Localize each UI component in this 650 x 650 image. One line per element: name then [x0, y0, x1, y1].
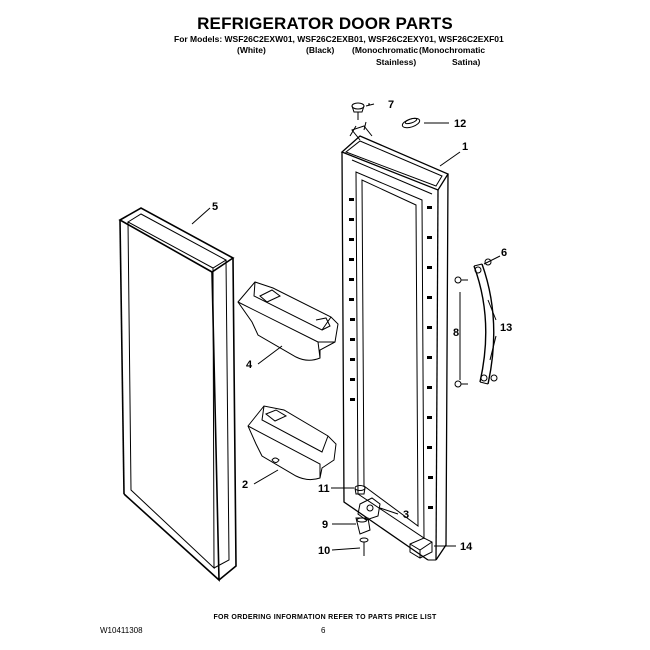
callout-1: 1 [462, 141, 468, 153]
callout-11: 11 [318, 483, 330, 495]
callout-4: 4 [246, 359, 253, 371]
door-gasket [118, 207, 237, 582]
hinge-cover-plug [401, 117, 421, 129]
callout-9: 9 [322, 519, 328, 531]
color-white: (White) [237, 45, 266, 55]
color-black: (Black) [306, 45, 335, 55]
callout-13: 13 [500, 322, 512, 334]
document-number: W10411308 [100, 626, 143, 635]
door-stop [409, 537, 433, 559]
color-mono-satina-1: (Monochromatic [419, 45, 486, 55]
handle-mount-screws [484, 258, 498, 382]
hinge-pin [355, 517, 371, 535]
callout-labels: 7 12 1 5 6 8 13 4 2 11 3 9 10 14 [212, 99, 512, 557]
ordering-note: FOR ORDERING INFORMATION REFER TO PARTS … [213, 614, 437, 621]
models-line: For Models: WSF26C2EXW01, WSF26C2EXB01, … [174, 34, 504, 44]
callout-10: 10 [318, 545, 330, 557]
door-bin-upper [237, 281, 339, 361]
hinge-bushing [354, 485, 366, 495]
page-number: 6 [321, 626, 326, 635]
door-handle [473, 263, 495, 385]
color-mono-satina-2: Satina) [452, 57, 481, 67]
color-mono-stainless-2: Stainless) [376, 57, 417, 67]
hinge-screw [359, 537, 369, 556]
door-shelf-rail-notches [349, 198, 433, 509]
top-screw [351, 102, 365, 120]
door-assembly [340, 121, 449, 561]
page-title: REFRIGERATOR DOOR PARTS [197, 14, 453, 33]
callout-14: 14 [460, 541, 473, 553]
hinge-bracket [357, 497, 381, 521]
leader-lines [191, 103, 501, 551]
handle-screws [454, 276, 468, 388]
color-mono-stainless-1: (Monochromatic [352, 45, 419, 55]
callout-7: 7 [388, 99, 394, 111]
callout-12: 12 [454, 118, 466, 130]
callout-5: 5 [212, 201, 218, 213]
callout-8: 8 [453, 327, 459, 339]
door-bin-lower [247, 405, 337, 481]
callout-3: 3 [403, 509, 409, 521]
callout-2: 2 [242, 479, 248, 491]
callout-6: 6 [501, 247, 507, 259]
